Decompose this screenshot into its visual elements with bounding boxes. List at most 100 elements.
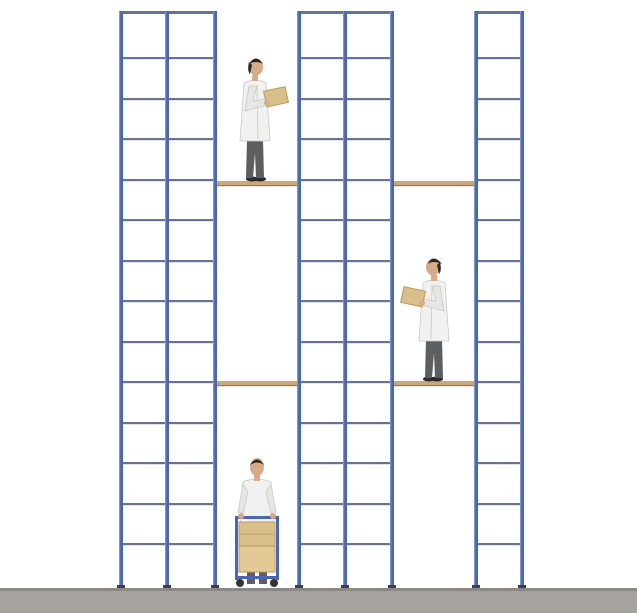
rack-upright-highlight [520, 11, 521, 588]
rack-beam [345, 462, 392, 464]
rack-beam [167, 300, 215, 302]
rack-top-beam [121, 11, 167, 14]
rack-beam [299, 138, 345, 140]
rack-beam [299, 219, 345, 221]
trolley-wheel [236, 579, 244, 587]
rack-beam [345, 98, 392, 100]
rack-beam [299, 503, 345, 505]
workers [235, 59, 449, 588]
rack-beam [299, 260, 345, 262]
walkway-deck [215, 381, 299, 385]
walkway-deck-edge [215, 185, 299, 186]
rack-beam [121, 381, 167, 383]
trousers [246, 139, 264, 178]
rack-beam [167, 179, 215, 181]
rack-beam [121, 300, 167, 302]
rack-top-beam [299, 11, 345, 14]
trolley-frame [235, 516, 238, 580]
rack-base-plate [518, 585, 526, 588]
rack-base-plate [341, 585, 349, 588]
rack-module [295, 11, 349, 588]
rack-beam [476, 503, 522, 505]
neck [252, 75, 258, 81]
rack-beam [345, 219, 392, 221]
rack-upright-highlight [343, 11, 344, 588]
rack-beam [345, 341, 392, 343]
rack-upright-highlight [213, 11, 214, 588]
rack-beam [167, 138, 215, 140]
rack-beam [345, 300, 392, 302]
hand [419, 300, 425, 306]
hand [264, 100, 270, 106]
rack-module [163, 11, 219, 588]
rack-module [472, 11, 526, 588]
walkway-deck-edge [392, 385, 476, 386]
rack-beam [476, 341, 522, 343]
rack-upright-highlight [297, 11, 298, 588]
hand [238, 513, 244, 519]
rack-beam [121, 341, 167, 343]
rack-beam [299, 341, 345, 343]
worker-middle-reading [401, 259, 449, 382]
rack-beam [121, 503, 167, 505]
rack-beam [299, 300, 345, 302]
rack-beam [167, 503, 215, 505]
rack-beam [476, 98, 522, 100]
rack-beam [121, 138, 167, 140]
rack-beam [167, 341, 215, 343]
trousers [425, 339, 443, 378]
rack-beam [121, 57, 167, 59]
rack-uprights [117, 11, 526, 588]
rack-top-beam [345, 11, 392, 14]
rack-beam [167, 98, 215, 100]
rack-beam [299, 462, 345, 464]
rack-base-plate [211, 585, 219, 588]
hand [270, 513, 276, 519]
walkway-deck-edge [392, 185, 476, 186]
rack-beam [167, 260, 215, 262]
rack-base-plate [388, 585, 396, 588]
rack-beam [121, 462, 167, 464]
rack-beam [476, 219, 522, 221]
rack-module [117, 11, 171, 588]
walkway-deck [215, 181, 299, 185]
rack-beam [476, 543, 522, 545]
rack-beam [345, 57, 392, 59]
rack-beam [345, 381, 392, 383]
rack-beam [345, 260, 392, 262]
rack-base-plate [163, 585, 171, 588]
rack-beam [167, 543, 215, 545]
rack-base-plate [472, 585, 480, 588]
rack-beam [299, 179, 345, 181]
rack-beam [299, 98, 345, 100]
rack-beam [476, 381, 522, 383]
rack-beam [345, 422, 392, 424]
rack-beam [476, 138, 522, 140]
rack-beam [121, 543, 167, 545]
rack-beam [167, 219, 215, 221]
rack-upright-highlight [119, 11, 120, 588]
rack-beam [167, 381, 215, 383]
rack-beam [345, 503, 392, 505]
floor-edge [0, 588, 637, 591]
rack-beam [299, 543, 345, 545]
trolley-base [235, 576, 279, 579]
rack-upright-highlight [390, 11, 391, 588]
rack-base-plate [295, 585, 303, 588]
rack-beam [121, 179, 167, 181]
rack-top-beam [167, 11, 215, 14]
rack-beam [121, 219, 167, 221]
rack-beam [476, 57, 522, 59]
worker-top-reading [240, 59, 288, 182]
rack-base-plate [117, 585, 125, 588]
floor [0, 588, 637, 613]
rack-upright-highlight [474, 11, 475, 588]
trolley-frame [276, 516, 279, 580]
worker-bottom-trolley [235, 458, 279, 587]
rack-beam [299, 57, 345, 59]
walkway-deck [392, 181, 476, 185]
rack-top-beam [476, 11, 522, 14]
neck [431, 275, 437, 281]
rack-beam [299, 422, 345, 424]
